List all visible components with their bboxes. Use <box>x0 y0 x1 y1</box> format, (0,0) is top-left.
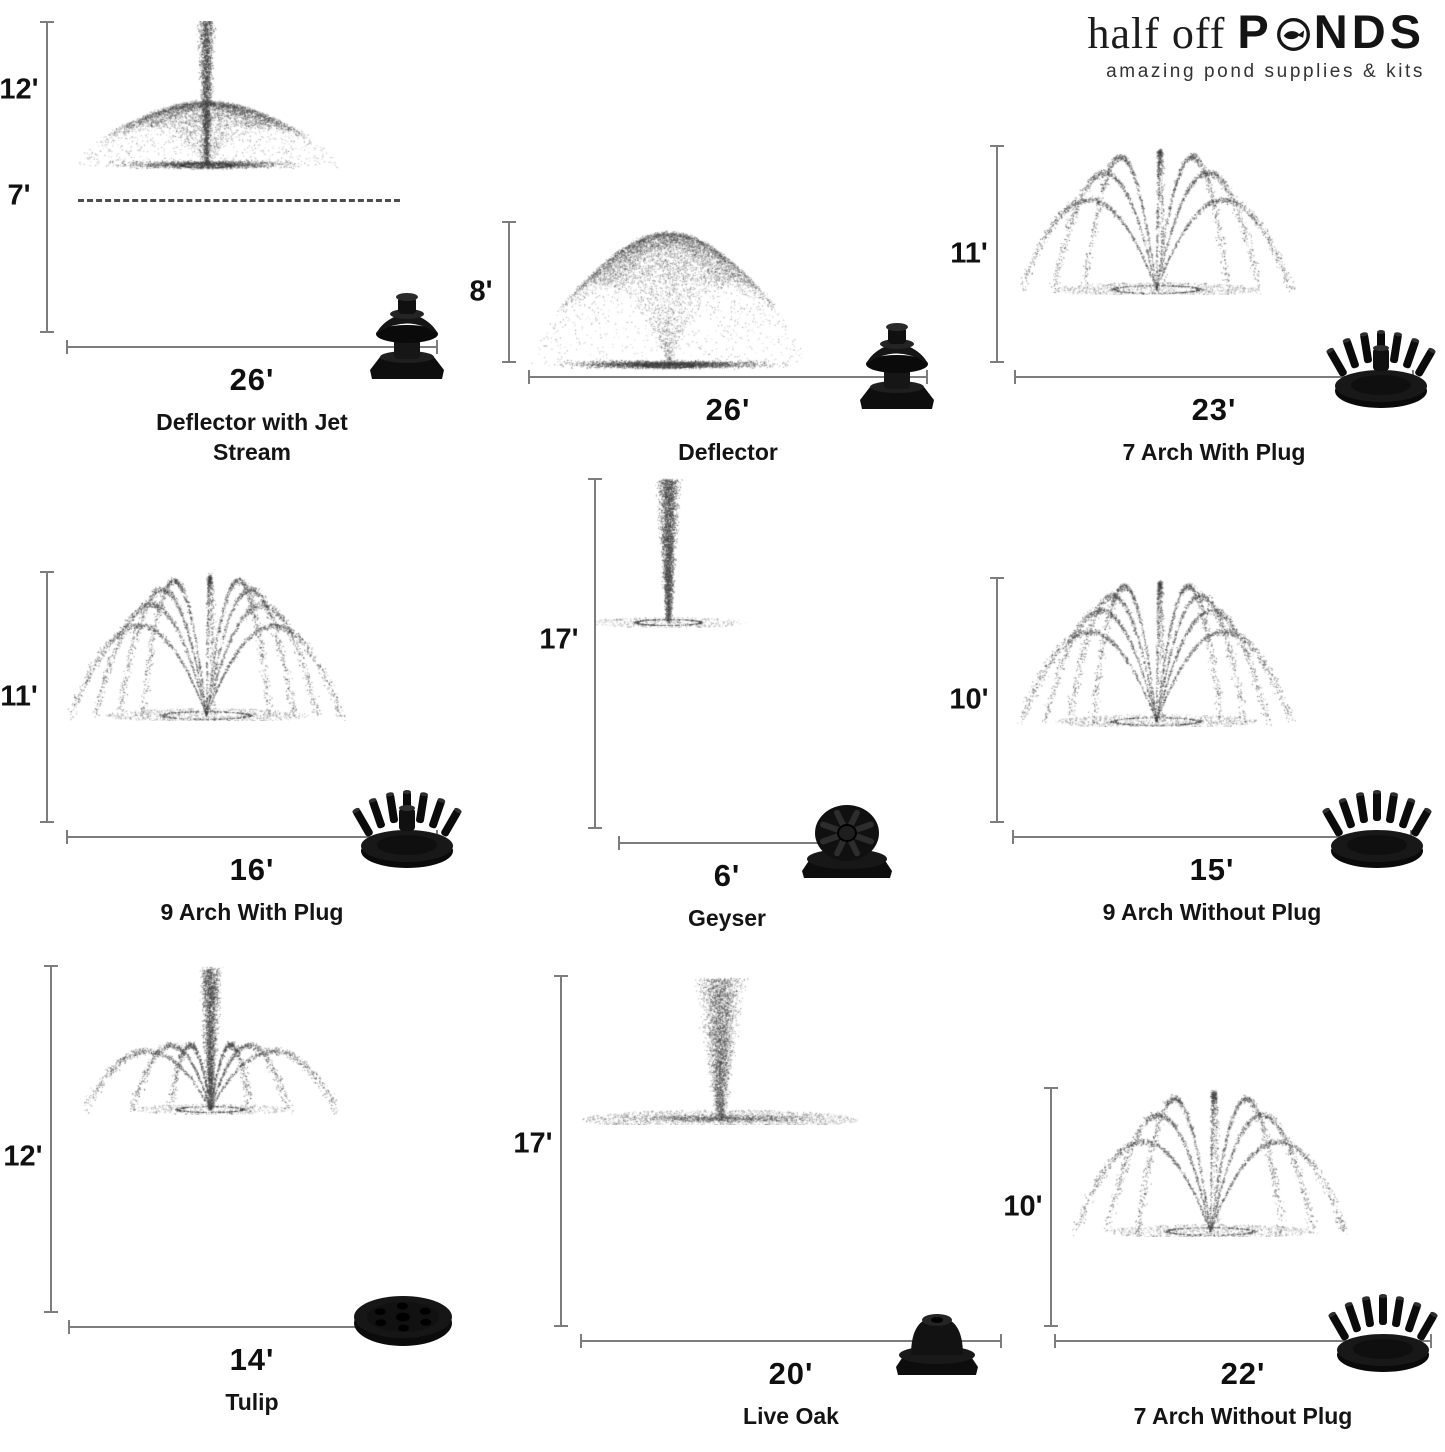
brand-name-bold: P NDS <box>1237 8 1425 55</box>
height-dimension-line <box>554 975 568 1328</box>
height-label: 12' <box>0 73 39 106</box>
fountain-spray-illustration <box>576 975 876 1126</box>
height-label: 17' <box>539 623 579 655</box>
fountain-card-tulip: 12' 14' Tulip <box>3 952 460 1424</box>
width-label: 6' <box>713 858 741 894</box>
spray-area: 8' <box>468 221 954 410</box>
spray-area: 11' <box>950 145 1438 409</box>
width-dimension-line <box>528 370 928 385</box>
fountain-name: Deflector with Jet Stream <box>156 409 348 466</box>
brand-name-light: half off <box>1087 9 1226 58</box>
nozzle-photo <box>1328 1271 1438 1381</box>
spray-area: 17' <box>513 975 1030 1376</box>
fountain-card-7-arch-without-plug: 10' 22' 7 Arch Without Plug <box>1003 962 1440 1438</box>
dimension-meta: 23' 7 Arch With Plug <box>1014 363 1414 474</box>
nozzle-photo <box>352 767 462 877</box>
fountain-card-geyser: 17' 6' Geyser <box>468 478 954 940</box>
dimension-meta: 26' Deflector with Jet Stream <box>66 333 438 474</box>
fountain-name: Geyser <box>687 905 766 932</box>
fountain-name: Tulip <box>225 1389 279 1416</box>
fountain-spray-illustration <box>524 478 824 628</box>
width-label: 22' <box>1220 1356 1266 1392</box>
fountain-card-9-arch-without-plug: 10' 15' 9 Arch Without Plug <box>949 482 1434 934</box>
height-dimension-line <box>502 221 516 364</box>
brand-name: half off P NDS <box>1087 8 1425 56</box>
height-dimension-line <box>1044 1087 1058 1328</box>
fountain-name: Live Oak <box>743 1403 839 1430</box>
fountain-name: 9 Arch Without Plug <box>1102 899 1322 926</box>
nozzle-photo <box>1322 767 1432 877</box>
spray-area: 12' <box>3 965 460 1347</box>
dimension-meta: 6' Geyser <box>618 829 836 940</box>
fountain-spray-illustration <box>524 221 824 372</box>
brand-logo: half off P NDS amazing pond supplies & ki… <box>1087 8 1425 83</box>
brand-letters-nds: NDS <box>1313 5 1425 58</box>
height-dimension-line <box>990 577 1004 824</box>
fountain-name: 7 Arch With Plug <box>1122 439 1306 466</box>
nozzle-photo <box>792 773 902 883</box>
width-label: 26' <box>229 362 275 398</box>
dimension-meta: 14' Tulip <box>68 1313 436 1424</box>
dimension-meta: 26' Deflector <box>528 363 928 474</box>
width-label: 15' <box>1189 852 1235 888</box>
width-label: 20' <box>768 1356 814 1392</box>
height-label: 17' <box>513 1127 553 1160</box>
height-label: 10' <box>1003 1190 1043 1223</box>
nozzle-photo <box>882 1271 992 1381</box>
width-label: 14' <box>229 1342 275 1378</box>
fountain-card-deflector-jet-stream: 12' 7' 26' Deflector with Jet Stream <box>0 6 464 474</box>
spray-area: 17' <box>468 478 954 879</box>
height-dimension-line <box>990 145 1004 364</box>
dimension-meta: 16' 9 Arch With Plug <box>66 823 438 934</box>
fish-in-o-icon <box>1276 18 1310 51</box>
brand-tagline: amazing pond supplies & kits <box>1106 61 1425 82</box>
height-dimension-line <box>44 965 58 1314</box>
dimension-meta: 20' Live Oak <box>580 1327 1002 1438</box>
height-label: 11' <box>0 680 38 713</box>
width-label: 26' <box>705 392 751 428</box>
fountain-spray-illustration <box>62 21 362 172</box>
width-label: 23' <box>1191 392 1237 428</box>
fountain-name: 9 Arch With Plug <box>160 899 344 926</box>
nozzle-photo <box>352 277 462 387</box>
fountain-card-deflector: 8' 26' Deflector <box>468 6 954 474</box>
dimension-meta: 15' 9 Arch Without Plug <box>1012 823 1412 934</box>
height-label: 12' <box>3 1140 43 1172</box>
nozzle-photo <box>348 1257 458 1367</box>
height-label: 10' <box>949 683 989 716</box>
width-label: 16' <box>229 852 275 888</box>
fountain-spray-illustration <box>66 965 366 1116</box>
height-marker-dashed-line <box>78 199 400 203</box>
fountain-name: 7 Arch Without Plug <box>1133 1403 1353 1430</box>
fountain-card-7-arch-with-plug: 11' 23' 7 Arch With Plug <box>950 6 1438 474</box>
spray-area: 12' 7' <box>0 21 464 380</box>
spray-area: 11' <box>0 571 464 869</box>
fountain-spray-illustration <box>1012 577 1312 728</box>
fountain-card-live-oak: 17' 20' Live Oak <box>513 962 1030 1438</box>
fountain-card-9-arch-with-plug: 11' 16' 9 Arch With Plug <box>0 482 464 934</box>
spray-area: 10' <box>1003 1087 1440 1373</box>
height-label-secondary: 7' <box>7 179 31 212</box>
width-dimension-line <box>1054 1334 1432 1349</box>
width-dimension-line <box>66 340 438 355</box>
dimension-meta: 22' 7 Arch Without Plug <box>1054 1327 1432 1438</box>
fountain-name: Deflector <box>678 439 778 466</box>
brand-letter-p: P <box>1237 5 1273 58</box>
height-dimension-line <box>40 21 54 334</box>
nozzle-photo <box>1326 307 1436 417</box>
fountain-spray-illustration <box>1066 1087 1366 1238</box>
height-dimension-line <box>40 571 54 824</box>
fountain-spray-illustration <box>62 571 362 722</box>
width-dimension-line <box>580 1334 1002 1349</box>
spray-area: 10' <box>949 577 1434 869</box>
nozzle-photo <box>842 307 952 417</box>
height-label: 8' <box>469 275 493 308</box>
fountain-spray-illustration <box>1012 145 1312 296</box>
height-label: 11' <box>950 237 988 270</box>
